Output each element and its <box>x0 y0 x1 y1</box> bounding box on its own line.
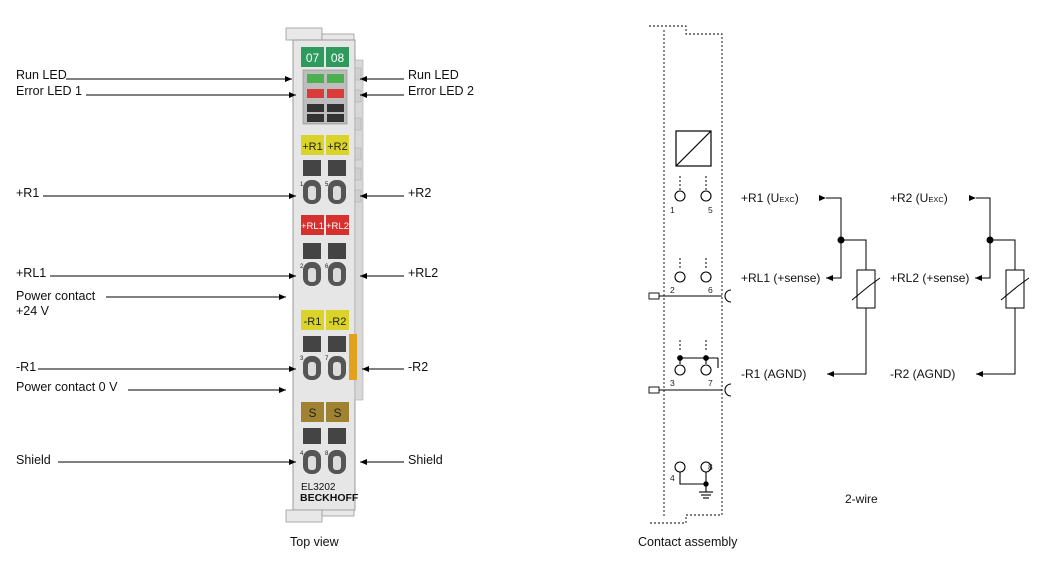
contact-slot-2-6[interactable] <box>303 243 346 286</box>
power-contact-tab <box>349 334 357 380</box>
label-rl1-left: +RL1 <box>16 266 47 280</box>
contact-pin-6: 6 <box>708 285 713 295</box>
contact-assembly <box>648 25 732 524</box>
ch2-sense-label: +RL2 (+sense) <box>890 271 969 285</box>
label-error-led-1: Error LED 1 <box>16 84 82 98</box>
ch1-exc-label: +R1 (UEXC) <box>741 191 799 205</box>
model-name: EL3202 <box>301 482 336 493</box>
contact-pin-numbers: 1 5 2 6 3 7 4 8 <box>670 205 713 483</box>
terminal-pin-2: 2 <box>300 264 304 270</box>
label-plus-rl2 <box>326 215 349 235</box>
ch2-agnd-label: -R2 (AGND) <box>890 367 955 381</box>
label-shield-right: Shield <box>408 453 443 467</box>
label-power-contact-24v: Power contact <box>16 289 96 303</box>
channel-number-08: 08 <box>331 51 345 65</box>
channel-label-08 <box>326 47 349 67</box>
shield-1-text: S <box>308 406 316 420</box>
label-r1-left: +R1 <box>16 186 40 200</box>
rtd-circuit-1 <box>819 195 881 377</box>
right-leader-lines <box>360 76 404 465</box>
label-shield-2 <box>326 402 349 422</box>
contact-assembly-caption: Contact assembly <box>638 535 738 549</box>
contact-slot-1-5[interactable] <box>303 160 346 204</box>
error-led-2 <box>327 89 344 98</box>
label-run-led-right: Run LED <box>408 68 459 82</box>
run-led-2 <box>327 74 344 83</box>
label-shield-left: Shield <box>16 453 51 467</box>
converter-symbol <box>675 130 712 167</box>
terminal-pin-5: 5 <box>325 182 329 188</box>
plus-r2-text: +R2 <box>327 141 348 153</box>
channel-number-07: 07 <box>306 51 320 65</box>
terminal-module: 07 08 +R1 +R2 +RL1 +RL2 <box>285 27 364 523</box>
label-power-contact-24v-value: +24 V <box>16 304 50 318</box>
contact-pin-2: 2 <box>670 285 675 295</box>
label-rl2-right: +RL2 <box>408 266 439 280</box>
contact-pin-8: 8 <box>708 462 713 472</box>
error-led-1 <box>307 89 324 98</box>
label-minus-r1-left: -R1 <box>16 360 37 374</box>
channel-label-07 <box>301 47 324 67</box>
label-plus-r1 <box>301 135 324 155</box>
label-run-led-left: Run LED <box>16 68 67 82</box>
label-shield-1 <box>301 402 324 422</box>
label-plus-r2 <box>326 135 349 155</box>
contact-slot-3-7[interactable] <box>303 336 346 380</box>
shield-2-text: S <box>333 406 341 420</box>
contact-pin-7: 7 <box>708 378 713 388</box>
terminal-pin-6: 6 <box>325 264 329 270</box>
brand-name: BECKHOFF <box>300 492 359 504</box>
label-error-led-2: Error LED 2 <box>408 84 474 98</box>
plus-rl2-text: +RL2 <box>326 221 349 232</box>
label-minus-r2 <box>326 310 349 330</box>
label-plus-rl1 <box>301 215 324 235</box>
terminal-pin-3: 3 <box>300 356 304 362</box>
contact-pin-3: 3 <box>670 378 675 388</box>
terminal-pin-8: 8 <box>325 451 329 457</box>
terminal-pin-4: 4 <box>300 451 304 457</box>
contact-pin-4: 4 <box>670 473 675 483</box>
ch2-exc-label: +R2 (UEXC) <box>890 191 948 205</box>
wire-mode-label: 2-wire <box>845 492 878 506</box>
run-led-1 <box>307 74 324 83</box>
contact-slot-4-8[interactable] <box>303 428 346 474</box>
minus-r2-text: -R2 <box>329 316 347 328</box>
plus-r1-text: +R1 <box>302 141 323 153</box>
terminal-pin-1: 1 <box>300 182 304 188</box>
minus-r1-text: -R1 <box>304 316 322 328</box>
rtd-circuit-2 <box>969 195 1030 377</box>
terminal-pin-7: 7 <box>325 356 329 362</box>
label-minus-r1 <box>301 310 324 330</box>
label-r2-right: +R2 <box>408 186 432 200</box>
ch1-sense-label: +RL1 (+sense) <box>741 271 820 285</box>
label-minus-r2-right: -R2 <box>408 360 429 374</box>
label-power-contact-0v: Power contact 0 V <box>16 380 118 394</box>
contact-pin-5: 5 <box>708 205 713 215</box>
plus-rl1-text: +RL1 <box>301 221 324 232</box>
top-view-caption: Top view <box>290 535 339 549</box>
left-leader-lines <box>38 76 296 465</box>
contact-pin-1: 1 <box>670 205 675 215</box>
ch1-agnd-label: -R1 (AGND) <box>741 367 806 381</box>
